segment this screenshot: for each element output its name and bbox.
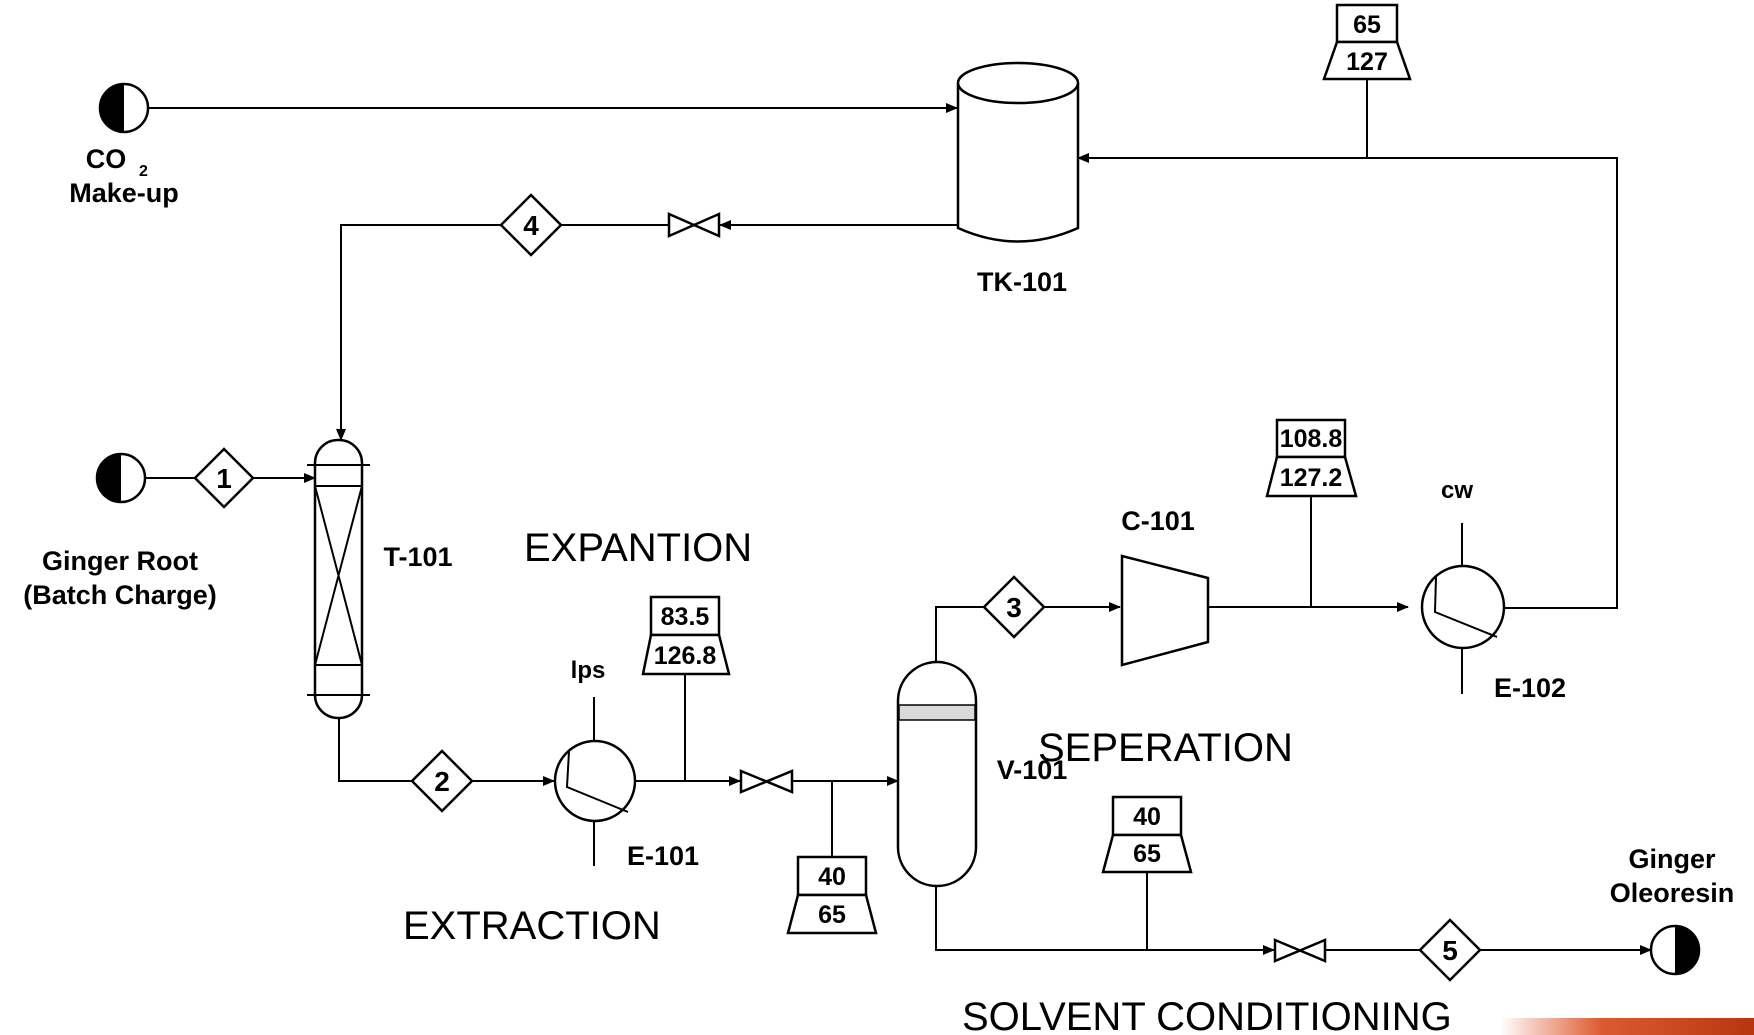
stream-4-label: 4 <box>523 210 539 241</box>
flag-4-top: 40 <box>818 863 846 891</box>
background-corner-image <box>1500 1018 1754 1035</box>
stream-number-diamond-icon <box>193 447 255 509</box>
co2-label-subscript: 2 <box>139 163 148 180</box>
stream-1-label: 1 <box>216 463 232 494</box>
line-recycle <box>1077 153 1618 609</box>
separator-tag: V-101 <box>997 755 1068 785</box>
source-ginger-root: Ginger Root (Batch Charge) <box>23 452 217 610</box>
source-co2-makeup: CO 2 Make-up <box>69 82 179 208</box>
condition-flag-separator-in: 40 65 <box>786 855 878 935</box>
stream-2-label: 2 <box>434 766 450 797</box>
condition-flag-heater-out: 83.5 126.8 <box>641 595 731 676</box>
stream-4-marker: 4 <box>499 193 563 257</box>
flag-2-bottom: 127.2 <box>1280 464 1343 492</box>
temperature-pressure-flag-icon <box>1111 795 1183 837</box>
stream-1-marker: 1 <box>193 447 255 509</box>
line-extractor-out <box>338 718 412 782</box>
cooler-tag: E-102 <box>1494 673 1566 703</box>
condition-flag-recycle: 65 127 <box>1322 3 1412 81</box>
extractor-column-t-101: T-101 <box>307 438 453 720</box>
flag-2-top: 108.8 <box>1280 425 1343 453</box>
section-label-solvent-conditioning: SOLVENT CONDITIONING <box>962 995 1452 1035</box>
compressor-tag: C-101 <box>1121 506 1195 536</box>
tank-tag: TK-101 <box>977 267 1067 297</box>
flag-1-bottom: 127 <box>1346 48 1388 76</box>
heater-tag: E-101 <box>627 841 699 871</box>
stream-3-label: 3 <box>1006 592 1022 623</box>
flag-5-bottom: 65 <box>1133 840 1161 868</box>
condition-flag-compressor-out: 108.8 127.2 <box>1265 418 1358 498</box>
storage-tank-tk-101: TK-101 <box>956 61 1080 297</box>
stream-number-diamond-icon <box>499 193 563 257</box>
section-label-expansion: EXPANTION <box>524 526 752 570</box>
ginger-root-label-line1: Ginger Root <box>42 546 198 576</box>
stream-2-marker: 2 <box>410 749 474 813</box>
flag-1-top: 65 <box>1353 11 1381 39</box>
stream-number-diamond-icon <box>982 575 1046 639</box>
process-lines <box>145 79 1652 955</box>
co2-label-line1: CO <box>86 144 127 174</box>
compressor-c-101: C-101 <box>1120 506 1210 667</box>
condition-flag-liquid-out: 40 65 <box>1101 795 1193 874</box>
line-separator-vapor <box>935 606 985 663</box>
gate-valve-icon <box>667 212 721 238</box>
flag-5-top: 40 <box>1133 803 1161 831</box>
temperature-pressure-flag-icon <box>796 855 868 897</box>
cooler-e-102: cw E-102 <box>1420 477 1566 703</box>
heat-exchanger-icon <box>1420 564 1506 650</box>
gate-valve-icon <box>739 769 794 794</box>
heat-exchanger-icon <box>553 739 637 823</box>
flash-vessel-icon <box>896 660 978 888</box>
demister-pad <box>898 704 976 721</box>
stream-5-label: 5 <box>1442 935 1458 966</box>
stream-number-diamond-icon <box>410 749 474 813</box>
flash-separator-v-101: V-101 <box>896 660 1068 888</box>
flag-3-bottom: 126.8 <box>654 642 717 670</box>
heater-e-101: lps E-101 <box>553 657 699 871</box>
section-label-extraction: EXTRACTION <box>403 904 661 948</box>
temperature-pressure-flag-icon <box>649 595 721 637</box>
valve-expansion <box>739 769 794 794</box>
section-label-separation: SEPERATION <box>1038 726 1293 770</box>
flag-3-top: 83.5 <box>661 603 710 631</box>
extractor-tag: T-101 <box>383 542 452 572</box>
compressor-icon <box>1120 554 1210 667</box>
stream-number-diamond-icon <box>1418 918 1482 982</box>
heater-utility-label: lps <box>571 657 606 684</box>
co2-label-line2: Make-up <box>69 178 179 208</box>
stream-3-marker: 3 <box>982 575 1046 639</box>
product-label-line1: Ginger <box>1628 844 1716 874</box>
flag-4-bottom: 65 <box>818 901 846 929</box>
storage-tank-icon <box>956 83 1080 243</box>
ginger-root-label-line2: (Batch Charge) <box>23 580 217 610</box>
gate-valve-icon <box>1273 938 1327 963</box>
cooler-utility-label: cw <box>1441 477 1473 504</box>
product-label-line2: Oleoresin <box>1610 878 1735 908</box>
sink-ginger-oleoresin: Ginger Oleoresin <box>1610 844 1735 976</box>
line-separator-liquid <box>935 885 1275 955</box>
stream-5-marker: 5 <box>1418 918 1482 982</box>
line-stream-4 <box>336 224 501 441</box>
valve-product <box>1273 938 1327 963</box>
temperature-pressure-flag-icon <box>1335 3 1399 44</box>
valve-tank-outlet <box>667 212 721 238</box>
